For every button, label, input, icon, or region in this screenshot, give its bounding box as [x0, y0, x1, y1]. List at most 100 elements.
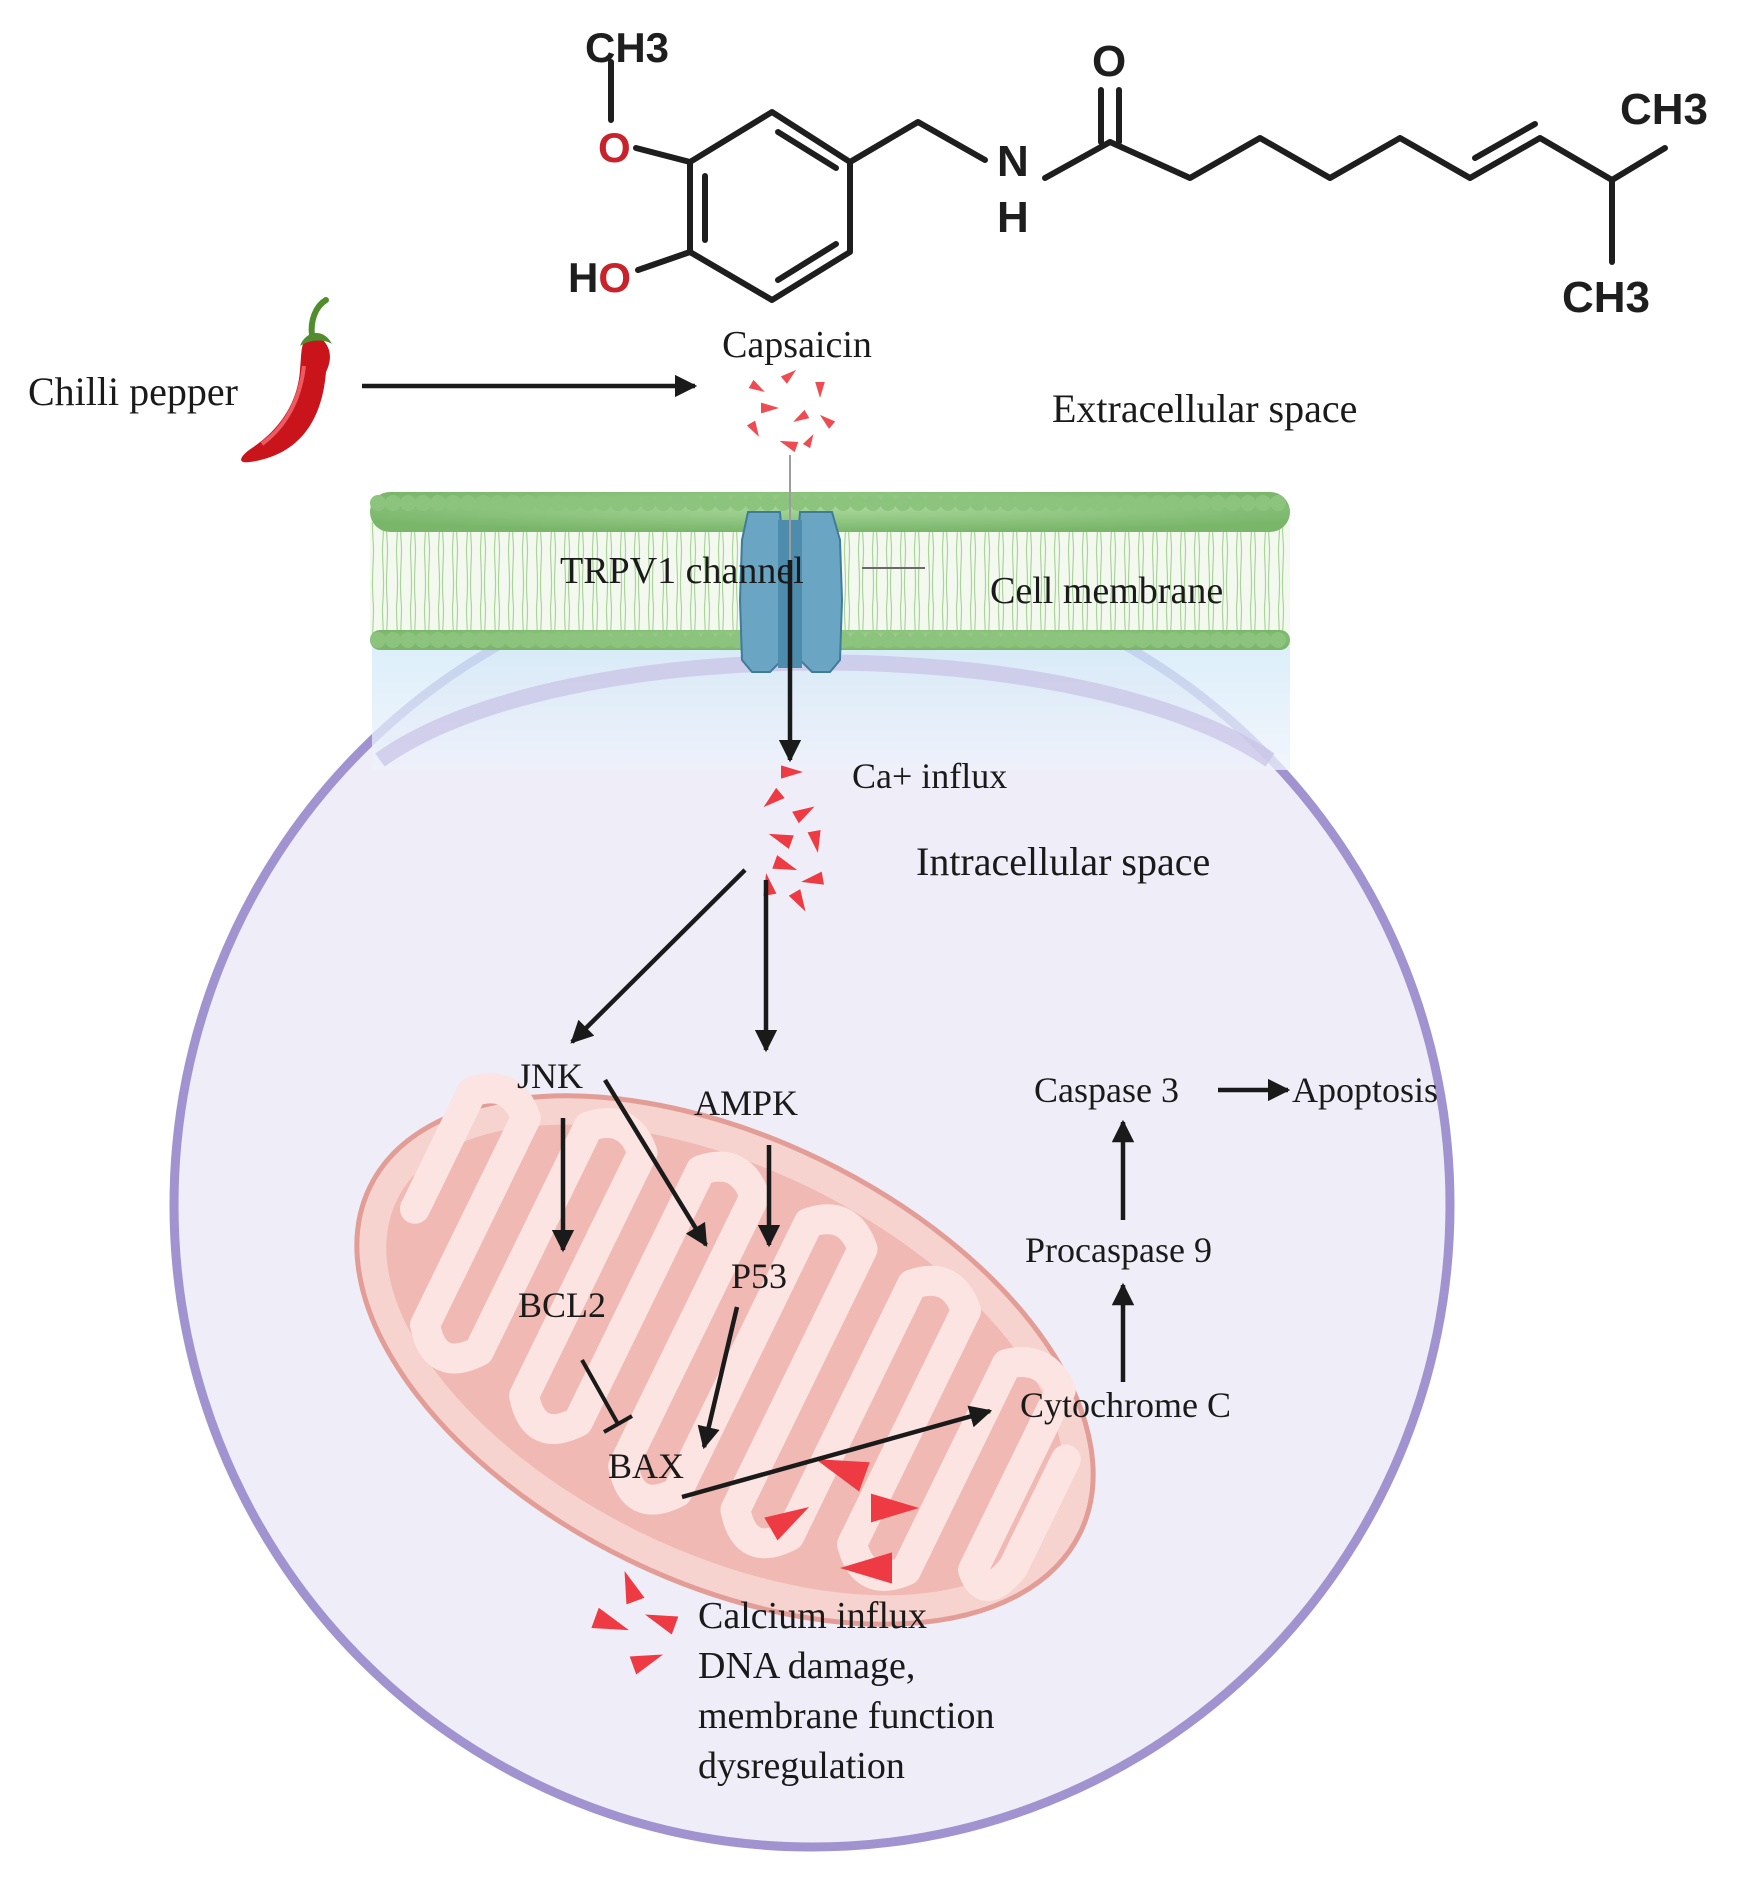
mito-effect-line3: membrane function [698, 1695, 995, 1737]
calcium-triangle [644, 1614, 679, 1635]
calcium-triangle [748, 379, 765, 392]
membrane-bead [955, 495, 971, 511]
membrane-bead [1060, 632, 1076, 648]
membrane-bead [880, 632, 896, 648]
membrane-bead [1015, 495, 1031, 511]
membrane-bead [460, 632, 476, 648]
membrane-bead [1150, 495, 1166, 511]
membrane-bead [475, 495, 491, 511]
membrane-bead [1030, 495, 1046, 511]
membrane-bead [670, 632, 686, 648]
membrane-bead [1195, 495, 1211, 511]
membrane-top-beads [370, 495, 1286, 511]
membrane-bead [1135, 495, 1151, 511]
membrane-bead [790, 495, 806, 511]
membrane-bead [565, 495, 581, 511]
membrane-bead [655, 495, 671, 511]
membrane-bead [400, 632, 416, 648]
membrane-bead [1150, 632, 1166, 648]
membrane-bead [985, 632, 1001, 648]
calcium-triangle [815, 1459, 870, 1492]
membrane-bead [505, 632, 521, 648]
capsaicin-structure: CH3 O HO HO N H O CH3 CH3 [568, 24, 1708, 322]
membrane-bead [415, 632, 431, 648]
inhibition-bcl2-to-bax [580, 1359, 633, 1434]
membrane-bead [595, 495, 611, 511]
membrane-bead [370, 495, 386, 511]
calcium-triangle [761, 402, 779, 414]
membrane-bead [610, 632, 626, 648]
membrane-bead [715, 495, 731, 511]
calcium-triangle [871, 1493, 919, 1523]
ch3-top-label: CH3 [1620, 85, 1708, 134]
capsaicin-label: Capsaicin [722, 324, 872, 366]
calcium-triangle [802, 433, 814, 449]
membrane-bead [565, 632, 581, 648]
membrane-bead [670, 495, 686, 511]
calcium-triangle [793, 409, 810, 422]
calcium-triangle [624, 1570, 645, 1605]
carbonyl-oxygen-label: O [1092, 37, 1126, 86]
membrane-bead [385, 632, 401, 648]
membrane-bead [1210, 495, 1226, 511]
membrane-bead [700, 495, 716, 511]
membrane-bead [715, 632, 731, 648]
membrane-bead [1135, 632, 1151, 648]
membrane-bead [655, 632, 671, 648]
calcium-triangle [591, 1607, 629, 1631]
arrows [362, 374, 1291, 1500]
membrane-bead [1210, 632, 1226, 648]
membrane-bead [1105, 495, 1121, 511]
membrane-bead [1060, 495, 1076, 511]
membrane-bead [865, 495, 881, 511]
apoptosis-label: Apoptosis [1292, 1070, 1438, 1110]
membrane-bead [970, 632, 986, 648]
membrane-bead [940, 495, 956, 511]
membrane-bead [1225, 495, 1241, 511]
cell-membrane-label: Cell membrane [990, 570, 1223, 612]
arrow-calcium-to-jnk [570, 868, 747, 1044]
membrane-bead [385, 495, 401, 511]
membrane-bead [1255, 632, 1271, 648]
membrane-bead [415, 495, 431, 511]
membrane-bead [460, 495, 476, 511]
membrane-bead [1090, 495, 1106, 511]
membrane-bead [865, 632, 881, 648]
calcium-triangle [792, 806, 815, 824]
amide-nitrogen-label: N [997, 137, 1029, 186]
membrane-bead [1240, 495, 1256, 511]
capsaicin-particles [746, 369, 836, 453]
calcium-triangle [746, 420, 759, 437]
calcium-triangle [780, 369, 797, 384]
membrane-bead [895, 632, 911, 648]
membrane-bead [490, 495, 506, 511]
membrane-bead [805, 495, 821, 511]
membrane-bead [910, 632, 926, 648]
arrow-bax-to-cytochrome [681, 1405, 993, 1500]
membrane-bead [1075, 632, 1091, 648]
membrane-bead [685, 495, 701, 511]
calcium-triangle [819, 414, 836, 429]
membrane-bead [955, 632, 971, 648]
membrane-bead [580, 495, 596, 511]
membrane-bead [1180, 632, 1196, 648]
membrane-bead [625, 632, 641, 648]
calcium-triangle [815, 382, 825, 398]
membrane-bead [730, 495, 746, 511]
calcium-triangle [781, 765, 803, 779]
chilli-pepper-icon [241, 297, 332, 463]
membrane-bead [685, 632, 701, 648]
caspase3-label: Caspase 3 [1034, 1070, 1179, 1110]
membrane-bottom-beads [370, 632, 1286, 648]
membrane-bead [445, 632, 461, 648]
membrane-bead [535, 632, 551, 648]
membrane-bead [1165, 495, 1181, 511]
methoxy-oxygen-label: O [598, 124, 631, 171]
membrane-bead [1015, 632, 1031, 648]
membrane-bead [520, 632, 536, 648]
membrane-bead [625, 495, 641, 511]
chilli-pepper-label: Chilli pepper [28, 369, 238, 414]
mito-effect-line2: DNA damage, [698, 1645, 915, 1687]
membrane-bead [1000, 632, 1016, 648]
membrane-bead [760, 495, 776, 511]
